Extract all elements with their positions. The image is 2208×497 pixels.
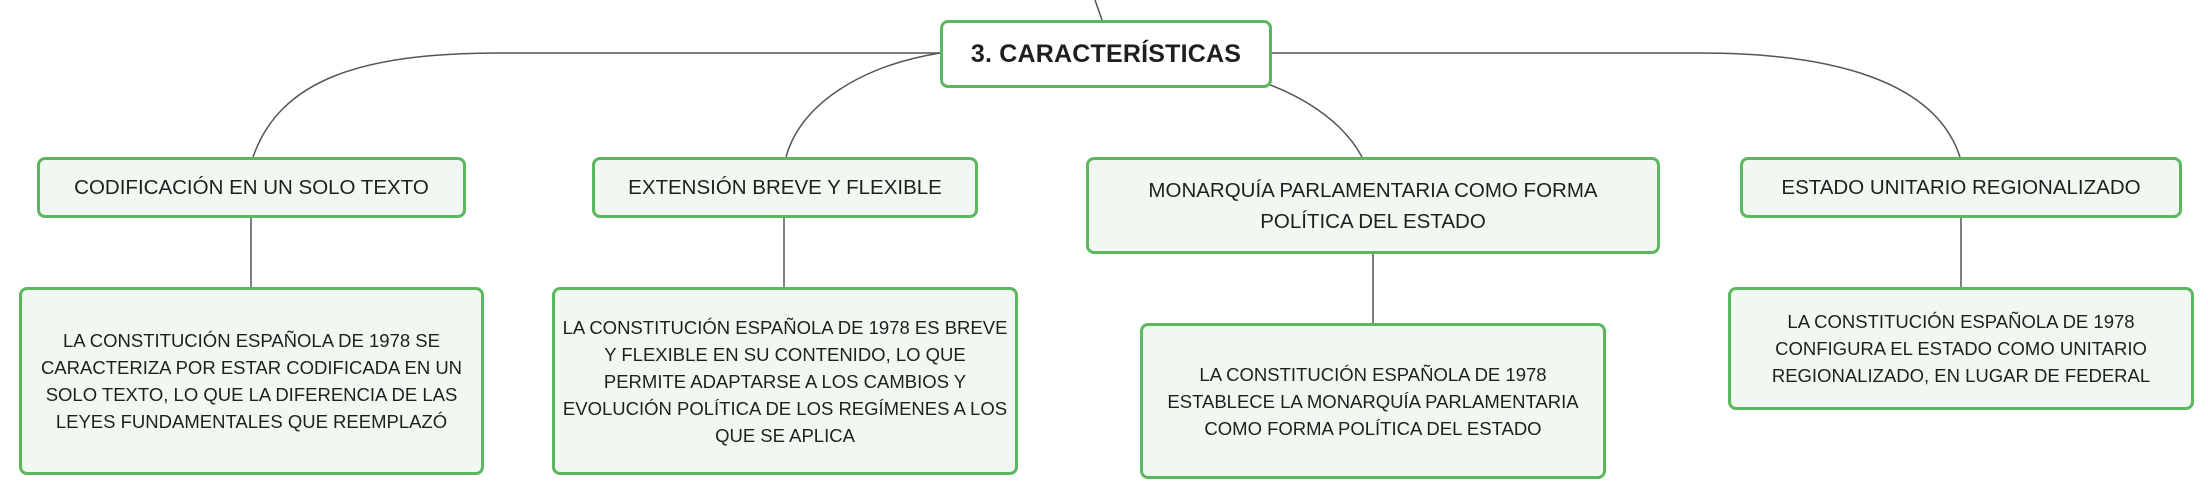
branch-node-label: MONARQUÍA PARLAMENTARIA COMO FORMA POLÍT… — [1148, 178, 1598, 233]
connector-root-to-branch-2 — [785, 52, 941, 158]
branch-node-label: ESTADO UNITARIO REGIONALIZADO — [1781, 176, 2141, 199]
branch-node-label: CODIFICACIÓN EN UN SOLO TEXTO — [74, 176, 429, 199]
branch-node-label: EXTENSIÓN BREVE Y FLEXIBLE — [628, 176, 942, 199]
branch-node-extension[interactable]: EXTENSIÓN BREVE Y FLEXIBLE — [592, 157, 978, 218]
branch-node-estado-unitario[interactable]: ESTADO UNITARIO REGIONALIZADO — [1740, 157, 2182, 218]
root-node-label: 3. CARACTERÍSTICAS — [970, 39, 1242, 68]
detail-node-text: LA CONSTITUCIÓN ESPAÑOLA DE 1978 ESTABLE… — [1167, 363, 1579, 439]
detail-node-estado-unitario[interactable]: LA CONSTITUCIÓN ESPAÑOLA DE 1978 CONFIGU… — [1728, 287, 2194, 410]
detail-node-text: LA CONSTITUCIÓN ESPAÑOLA DE 1978 ES BREV… — [562, 316, 1008, 446]
detail-node-extension[interactable]: LA CONSTITUCIÓN ESPAÑOLA DE 1978 ES BREV… — [552, 287, 1018, 475]
detail-node-text: LA CONSTITUCIÓN ESPAÑOLA DE 1978 CONFIGU… — [1771, 311, 2151, 386]
detail-node-monarquia[interactable]: LA CONSTITUCIÓN ESPAÑOLA DE 1978 ESTABLE… — [1140, 323, 1606, 479]
branch-node-codificacion[interactable]: CODIFICACIÓN EN UN SOLO TEXTO — [37, 157, 466, 218]
branch-node-monarquia[interactable]: MONARQUÍA PARLAMENTARIA COMO FORMA POLÍT… — [1086, 157, 1660, 254]
detail-node-codificacion[interactable]: LA CONSTITUCIÓN ESPAÑOLA DE 1978 SE CARA… — [19, 287, 484, 475]
connector-parent-to-root — [1094, 0, 1103, 21]
connector-root-to-branch-3 — [1267, 83, 1363, 158]
connector-root-to-branch-1 — [252, 52, 940, 158]
connector-root-to-branch-4 — [1272, 52, 1961, 158]
detail-node-text: LA CONSTITUCIÓN ESPAÑOLA DE 1978 SE CARA… — [40, 330, 463, 432]
root-node[interactable]: 3. CARACTERÍSTICAS — [940, 20, 1272, 88]
